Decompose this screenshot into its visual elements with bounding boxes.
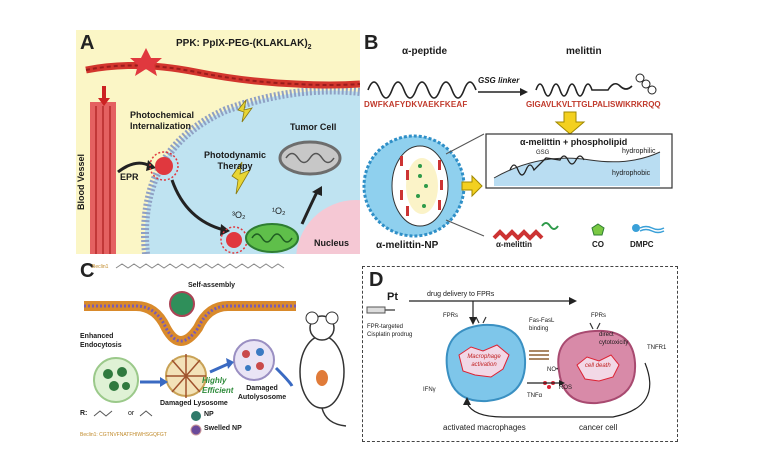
singlet-oxygen-label: ¹O₂ — [272, 206, 286, 216]
nucleus-label: Nucleus — [314, 238, 350, 248]
melittin-coil-icon — [535, 82, 633, 97]
tnfr-label: TNFR1 — [647, 345, 667, 351]
swelled-np-legend-icon — [190, 424, 202, 436]
triplet-oxygen-label: ³O₂ — [232, 210, 246, 220]
dmpc-legend-icon — [632, 224, 640, 232]
fpr-left-icon — [475, 316, 487, 324]
arrow-to-mouse-icon — [274, 366, 294, 387]
fprs-right-label: FPRs — [591, 313, 606, 319]
peptide-chain — [85, 61, 360, 89]
legend-co: CO — [592, 240, 604, 249]
endocytosis-label: Enhanced Endocytosis — [80, 333, 122, 349]
hydrophobic-label: hydrophobic — [612, 170, 651, 177]
melittin-sequence: GIGAVLKVLTTGLPALISWIKRKRQQ — [526, 100, 661, 109]
syringe-icon — [366, 306, 386, 314]
alpha-helix-icon — [367, 81, 477, 99]
fas-binding-icon — [529, 350, 549, 360]
prodrug-label: FPR-targeted Cisplatin prodrug — [367, 324, 413, 338]
fprs-left-label: FPRs — [443, 313, 458, 319]
panel-d-letter: D — [369, 269, 384, 291]
macrophage-activation-burst-icon — [458, 344, 510, 378]
ppk-title: PPK: PpIX-PEG-(KLAKLAK)2 — [176, 38, 312, 51]
melittin-label: melittin — [566, 46, 602, 57]
direct-cytotoxicity-label: direct cytotoxicity — [599, 332, 629, 346]
panel-c: C Beclin1 Self-assembly Enhanced Endocyt… — [76, 258, 360, 442]
micelle-internal-icon — [226, 232, 242, 248]
cancer-cell-label: cancer cell — [579, 423, 618, 432]
panel-b-letter: B — [364, 32, 379, 54]
ifn-label: IFNγ — [423, 387, 436, 393]
cell-death-burst-icon — [576, 354, 620, 382]
arrow-right-icon-2 — [209, 362, 229, 374]
beclin-sequence: Beclin1: CGTNVFNATFHIWHSGQFGT — [80, 432, 167, 438]
lightning-icon — [237, 99, 253, 123]
np-legend-icon — [191, 411, 201, 421]
legend-dmpc: DMPC — [630, 240, 654, 249]
drug-delivery-label: drug delivery to FPRs — [427, 291, 495, 298]
blood-vessel-label: Blood Vessel — [76, 153, 86, 210]
photochemical-label: Photochemical Internalization — [130, 110, 195, 131]
no-label: NO• — [547, 367, 559, 373]
ppix-star-icon — [130, 48, 162, 76]
panel-a-graphic — [85, 48, 360, 254]
tnfa-label: TNFα — [527, 393, 543, 399]
panel-b-graphic — [362, 73, 673, 241]
cell-membrane — [141, 86, 360, 254]
co-legend-icon — [591, 223, 605, 236]
endosome-icon — [93, 357, 139, 403]
alpha-melittin-detail-icon — [509, 155, 585, 176]
peptide-chain-texture — [85, 64, 360, 86]
ros-label: ROS — [559, 385, 573, 391]
internalization-arrow-icon — [170, 179, 225, 232]
panel-a: A PPK: PpIX-PEG-(KLAKLAK)2 Photochemical… — [76, 30, 360, 254]
alpha-peptide-label: α-peptide — [402, 46, 448, 57]
fas-label: Fas-FasL binding — [529, 318, 555, 332]
np-label: α-melittin-NP — [376, 240, 439, 251]
swelled-np-legend-label: Swelled NP — [204, 425, 242, 432]
molecule-chain-icon — [115, 263, 285, 269]
damaged-autolysosome-label: Damaged Autolysosome — [237, 385, 287, 401]
epr-label: EPR — [120, 172, 139, 182]
cell-death-label: cell death — [585, 363, 611, 369]
alpha-melittin-legend-icon — [492, 229, 544, 241]
r-group-icon — [93, 410, 113, 417]
beclin-top-label: Beclin1 — [92, 264, 109, 270]
detail-box-title: α-melittin + phospholipid — [520, 137, 628, 147]
nucleus-shape — [296, 200, 360, 254]
damaged-lysosome-label: Damaged Lysosome — [160, 400, 228, 407]
np-entering-icon — [169, 291, 195, 317]
legend-alpha-melittin: α-melittin — [496, 240, 533, 249]
np-legend-label: NP — [204, 411, 214, 418]
lightning-icon-2 — [231, 161, 251, 195]
panel-d: D Pt drug delivery to FPRs FPR-targeted … — [362, 266, 678, 442]
pt-label: Pt — [387, 291, 398, 303]
fpr-right-icon — [589, 322, 601, 330]
hydrophilic-label: hydrophilic — [622, 148, 656, 155]
panel-c-letter: C — [80, 260, 95, 282]
yellow-arrow-right-icon — [461, 174, 483, 198]
self-assembly-label: Self-assembly — [188, 282, 236, 289]
blood-vessel-lines — [95, 106, 111, 254]
or-label: or — [128, 410, 135, 417]
tumor-spot-icon — [316, 370, 328, 386]
r-label: R: — [80, 410, 88, 417]
epr-arrow-icon — [117, 161, 151, 174]
tumor-cell-label: Tumor Cell — [290, 122, 337, 132]
feedback-arrow-icon — [466, 362, 651, 418]
macrophage-activation-label: Macrophage activation — [467, 354, 501, 368]
panel-b: B α-peptide melittin GSG linker DWFKAFYD… — [360, 30, 680, 254]
tnfa-dots-icon — [543, 381, 555, 389]
panel-c-graphic — [84, 263, 347, 436]
highly-efficient-label: Highly Efficient — [202, 376, 234, 395]
alpha-sequence: DWFKAFYDKVAEKFKEAF — [364, 100, 468, 109]
gsg-linker-label: GSG linker — [478, 76, 520, 85]
panel-d-graphic — [366, 297, 651, 418]
gsg-detail-label: GSG — [536, 150, 550, 156]
activated-macrophages-label: activated macrophages — [443, 423, 526, 432]
yellow-arrow-down-icon — [554, 111, 586, 135]
panel-a-letter: A — [80, 32, 95, 54]
micelle-icon — [155, 157, 173, 175]
photodynamic-label: Photodynamic Therapy — [203, 150, 266, 171]
autolysosome-icon — [233, 339, 275, 381]
